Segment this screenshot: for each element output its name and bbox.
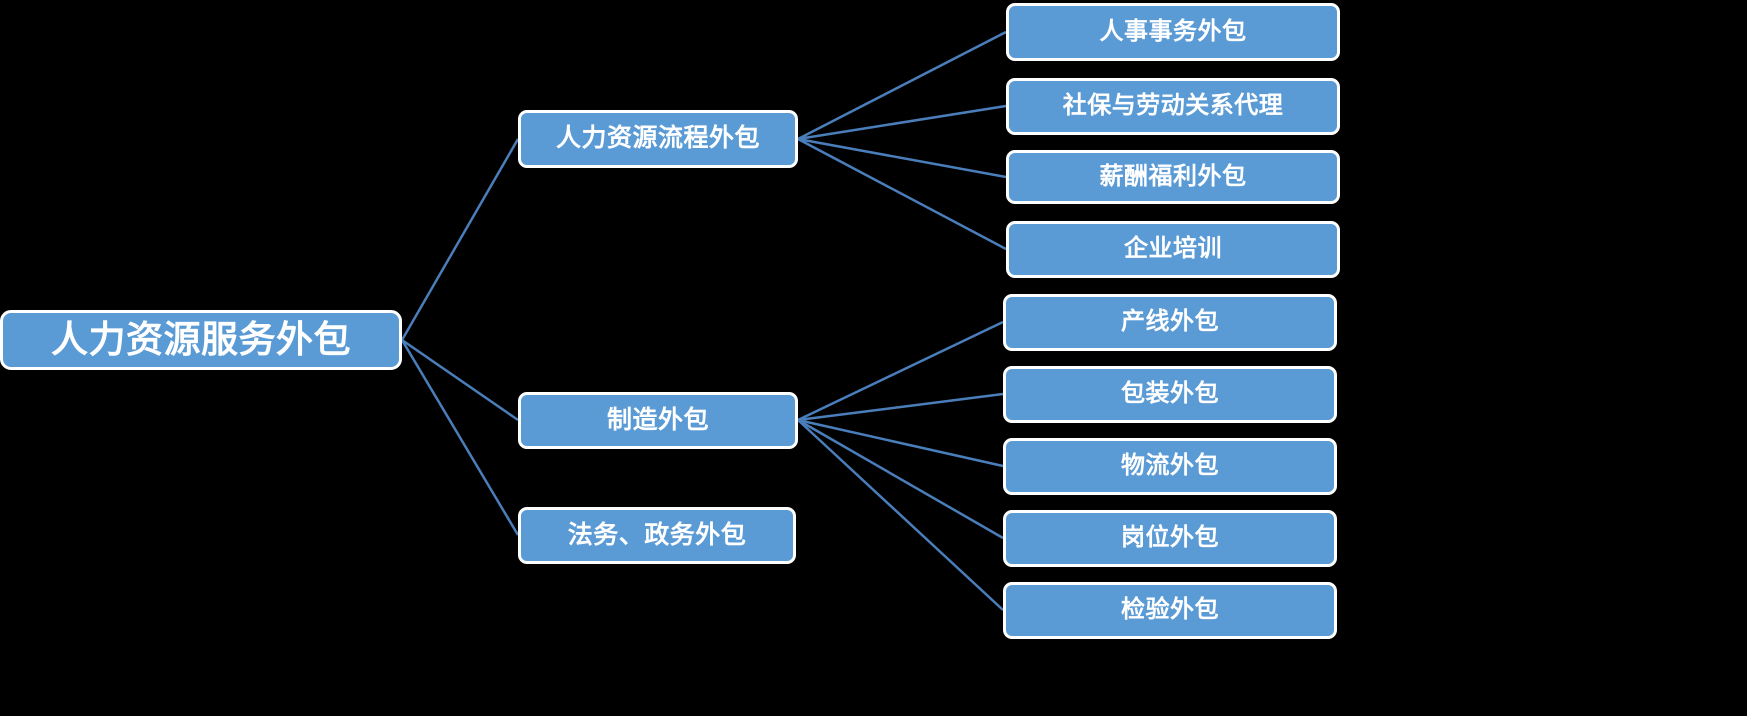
root-node[interactable]: 人力资源服务外包: [0, 310, 402, 370]
connector-line: [797, 392, 1004, 422]
connector-line: [400, 339, 520, 536]
leaf-node-2-2[interactable]: 包装外包: [1003, 366, 1337, 423]
connector-line: [797, 137, 1007, 251]
leaf-node-2-3[interactable]: 物流外包: [1003, 438, 1337, 495]
leaf-node-2-1[interactable]: 产线外包: [1003, 294, 1337, 351]
connector-line: [797, 30, 1007, 141]
leaf-node-1-2[interactable]: 社保与劳动关系代理: [1006, 78, 1340, 135]
branch-node-1[interactable]: 人力资源流程外包: [518, 110, 798, 168]
connector-line: [400, 138, 520, 341]
connector-line: [797, 418, 1004, 540]
leaf-node-2-4[interactable]: 岗位外包: [1003, 510, 1337, 567]
branch-node-3[interactable]: 法务、政务外包: [518, 507, 796, 564]
connector-line: [401, 338, 519, 422]
connector-line: [797, 419, 1004, 611]
connector-line: [797, 137, 1007, 179]
connector-line: [797, 418, 1004, 468]
connector-line: [797, 104, 1007, 141]
leaf-node-1-1[interactable]: 人事事务外包: [1006, 3, 1340, 61]
leaf-node-2-5[interactable]: 检验外包: [1003, 582, 1337, 639]
leaf-node-1-3[interactable]: 薪酬福利外包: [1006, 150, 1340, 204]
leaf-node-1-4[interactable]: 企业培训: [1006, 221, 1340, 278]
branch-node-2[interactable]: 制造外包: [518, 392, 798, 449]
connector-line: [797, 320, 1004, 422]
